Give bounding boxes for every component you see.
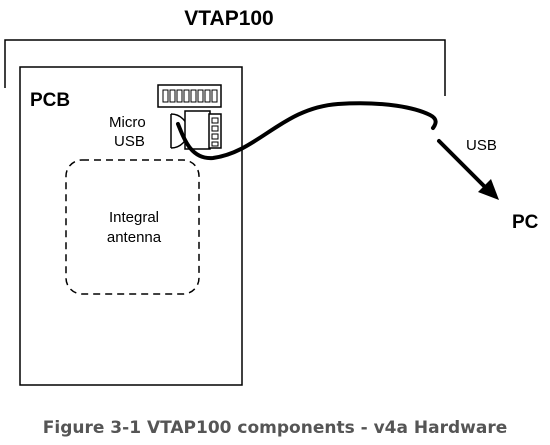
vtap100-bracket [4, 39, 446, 96]
pcb-label: PCB [30, 90, 70, 111]
dip-switch-icon [157, 84, 222, 108]
vtap100-component-diagram: VTAP100 PCB Micro USB Integral antenna U… [4, 7, 539, 386]
arrow-head-icon [478, 179, 499, 200]
antenna-label-line2: antenna [107, 229, 162, 246]
usb-label: USB [466, 137, 497, 154]
pc-label: PC [512, 212, 539, 233]
figure-caption: Figure 3-1 VTAP100 components - v4a Hard… [42, 418, 508, 438]
usb-arrow-line [437, 139, 490, 192]
micro-usb-label-line1: Micro [109, 114, 146, 131]
micro-usb-connector-icon [170, 110, 222, 150]
diagram-title: VTAP100 [184, 7, 274, 30]
usb-cable [176, 101, 438, 161]
antenna-label-line1: Integral [109, 209, 159, 226]
micro-usb-label-line2: USB [114, 133, 145, 150]
integral-antenna-area [65, 159, 200, 295]
